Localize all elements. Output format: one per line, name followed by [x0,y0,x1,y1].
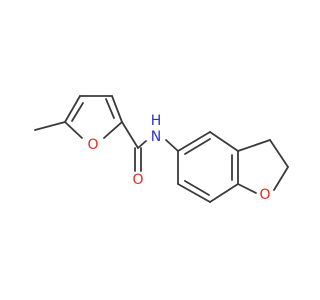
bond-benz-1 [177,131,211,152]
molecule-structure: O O N H O [34,95,289,203]
bond-carbonyl-n [137,140,147,149]
bond-benz-2 [209,131,239,152]
bond-furan-c2-c3-inner [105,98,115,119]
bond-furan-c4-c5-inner [71,102,84,122]
atom-amide-hydrogen: H [151,113,162,129]
atom-dihydrofuran-oxygen: O [259,187,270,203]
amide-group [121,121,179,172]
bond-furan-c2-c3 [111,95,123,123]
atom-amide-nitrogen: N [151,129,161,145]
bond-benz-5-inner [184,180,210,196]
furan-ring [64,95,123,139]
bond-furan-c4-c5 [64,95,81,123]
dihydrofuran-ring [237,139,289,194]
atom-furan-oxygen: O [87,137,98,153]
bond-benz-5 [177,183,211,203]
bond-dhf-c3-c2 [269,139,289,168]
bond-benz-1-inner [184,138,211,155]
bond-n-aryl [165,139,179,152]
bond-benz-4 [209,183,239,203]
bond-furan-c5-o [64,121,83,139]
bond-furan-o-c2 [103,121,123,139]
bond-methyl [34,121,66,131]
bond-dhf-c3a-c3 [237,139,271,152]
atom-carbonyl-oxygen: O [132,172,143,188]
bond-dhf-c2-o [273,166,289,191]
benzene-ring [177,131,239,203]
bond-c2-carbonyl [121,121,139,149]
bond-dhf-o-c7a [237,183,257,194]
